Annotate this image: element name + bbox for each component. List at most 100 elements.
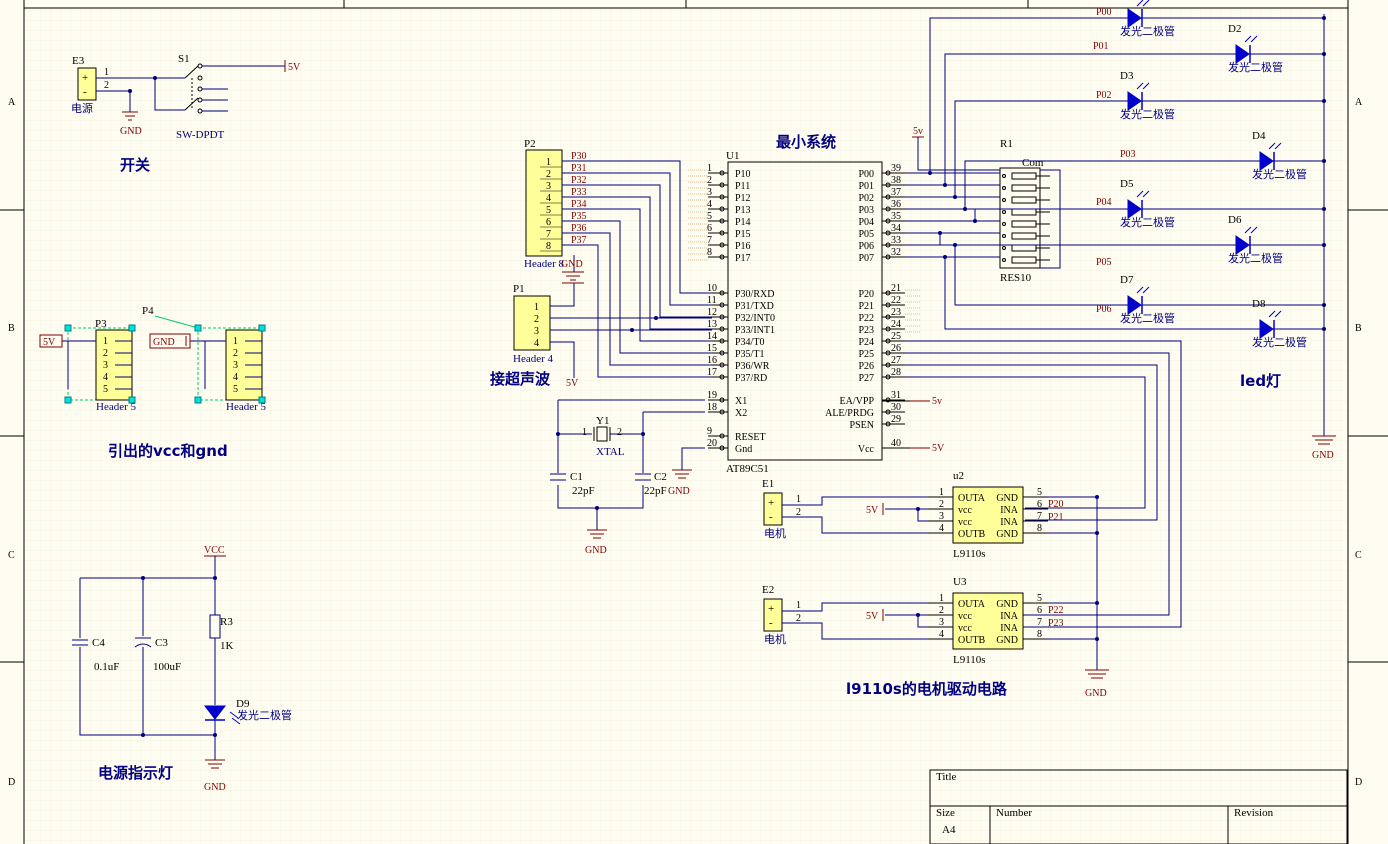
- driver-pin-right: 6: [1037, 499, 1042, 510]
- driver-net-ina2: P21: [1048, 512, 1064, 523]
- r1-value: RES10: [1000, 272, 1032, 284]
- p2-ref: P2: [524, 138, 536, 150]
- p2-pin-number: 4: [546, 193, 551, 204]
- mcu-pin-number: 37: [891, 187, 901, 198]
- power-indicator-section[interactable]: VCC C4 0.1uF C3 100uF R3 1K D9 发光二极管 GND: [72, 545, 292, 793]
- y1-crystal[interactable]: [596, 426, 608, 442]
- led-title: led灯: [1240, 372, 1281, 390]
- mcu-pin-number: 6: [707, 223, 712, 234]
- mcu-pin-name: P16: [735, 241, 751, 252]
- p3-ref: P3: [95, 318, 107, 330]
- led-1[interactable]: 发光二极管: [1120, 0, 1326, 38]
- driver-title: l9110s的电机驱动电路: [846, 680, 1008, 698]
- title-block-title: Title: [936, 771, 957, 783]
- mcu-pin-number: 30: [891, 402, 901, 413]
- driver-pin-name-r: GND: [996, 599, 1018, 610]
- p1-pin-number: 2: [534, 314, 539, 325]
- r3-resistor[interactable]: [209, 614, 221, 639]
- mcu-pin-number: 9: [707, 426, 712, 437]
- r3-value: 1K: [220, 640, 234, 652]
- p2-net-label: P32: [571, 175, 587, 186]
- e3-ref: E3: [72, 55, 85, 67]
- vcc-gnd-headers[interactable]: P3 1 2 3 4 5 5V Header 5 P4 1 2 3 4 5: [39, 305, 267, 460]
- led-desc: 发光二极管: [1228, 60, 1283, 74]
- mcu-pin-number: 20: [707, 438, 717, 449]
- motor-connector[interactable]: [763, 492, 783, 526]
- led-net-label: P04: [1096, 197, 1112, 208]
- svg-text:5: 5: [233, 384, 238, 395]
- mcu-pin-number: 39: [891, 163, 901, 174]
- switch-section[interactable]: E3 + - 电源 1 2 GND S1 SW-DPDT 5V 开关: [71, 53, 301, 174]
- u1-chip[interactable]: [727, 161, 883, 461]
- e3-pin2: 2: [104, 80, 109, 91]
- p1-title: 接超声波: [490, 370, 551, 388]
- y1-pin2: 2: [617, 427, 622, 438]
- e3-connector[interactable]: [77, 67, 97, 101]
- driver-pin-right: 6: [1037, 605, 1042, 616]
- driver-pin-left: 3: [939, 511, 944, 522]
- p1-pin-number: 3: [534, 326, 539, 337]
- p4-ref: P4: [142, 305, 154, 317]
- mcu-section[interactable]: 最小系统 U1 1P102P113P124P135P146P157P168P17…: [688, 0, 945, 475]
- c3-capacitor[interactable]: [134, 637, 152, 648]
- p1-connector[interactable]: [513, 295, 551, 351]
- driver-net-ina2: P23: [1048, 618, 1064, 629]
- motor-label: 电机: [764, 526, 786, 540]
- p3-value: Header 5: [96, 401, 137, 413]
- p4-value: Header 5: [226, 401, 267, 413]
- vcc-label: VCC: [204, 545, 225, 556]
- p2-net-label: P36: [571, 223, 587, 234]
- p2-net-label: P31: [571, 163, 587, 174]
- p2-net-label: P30: [571, 151, 587, 162]
- mcu-pin-number: 3: [707, 187, 712, 198]
- mcu-pin-name: P07: [858, 253, 874, 264]
- led-ref: D6: [1228, 214, 1242, 226]
- mcu-pin-name: P23: [858, 325, 874, 336]
- indicator-title: 电源指示灯: [98, 764, 173, 782]
- svg-text:4: 4: [233, 372, 238, 383]
- led-ref: D7: [1120, 274, 1134, 286]
- driver-pin-right: 5: [1037, 487, 1042, 498]
- mcu-pin-name: P32/INT0: [735, 313, 775, 324]
- mcu-pin-name: P20: [858, 289, 874, 300]
- led-desc: 发光二极管: [1252, 167, 1307, 181]
- mcu-pin-number: 28: [891, 367, 901, 378]
- mcu-pin-number: 21: [891, 283, 901, 294]
- driver-net-5v: 5V: [866, 505, 879, 516]
- svg-text:2: 2: [233, 348, 238, 359]
- c4-capacitor[interactable]: [72, 639, 88, 646]
- svg-text:1: 1: [233, 336, 238, 347]
- title-block[interactable]: Title Size A4 Number Revision: [929, 769, 1348, 844]
- mcu-pin-name: P10: [735, 169, 751, 180]
- svg-text:3: 3: [233, 360, 238, 371]
- s1-switch-symbol[interactable]: [184, 63, 285, 114]
- led-desc: 发光二极管: [1252, 335, 1307, 349]
- d9-led[interactable]: [203, 705, 241, 725]
- s1-ref: S1: [178, 53, 190, 65]
- title-block-revision: Revision: [1234, 807, 1274, 819]
- motor-connector[interactable]: [763, 598, 783, 632]
- mcu-pin-group: 1P102P113P124P135P146P157P168P1710P30/RX…: [688, 163, 920, 455]
- mcu-pin-number: 2: [707, 175, 712, 186]
- mcu-pin-name: P12: [735, 193, 751, 204]
- mcu-net-5v-vcc: 5V: [932, 443, 945, 454]
- r1-resistor-network[interactable]: R1 Com RES10 5v: [912, 126, 1061, 284]
- driver-pin-left: 3: [939, 617, 944, 628]
- svg-text:5: 5: [103, 384, 108, 395]
- mcu-pin-number: 4: [707, 199, 712, 210]
- crystal-section[interactable]: 1 2 Y1 XTAL C1 22pF C2 22pF GND GND: [550, 399, 705, 556]
